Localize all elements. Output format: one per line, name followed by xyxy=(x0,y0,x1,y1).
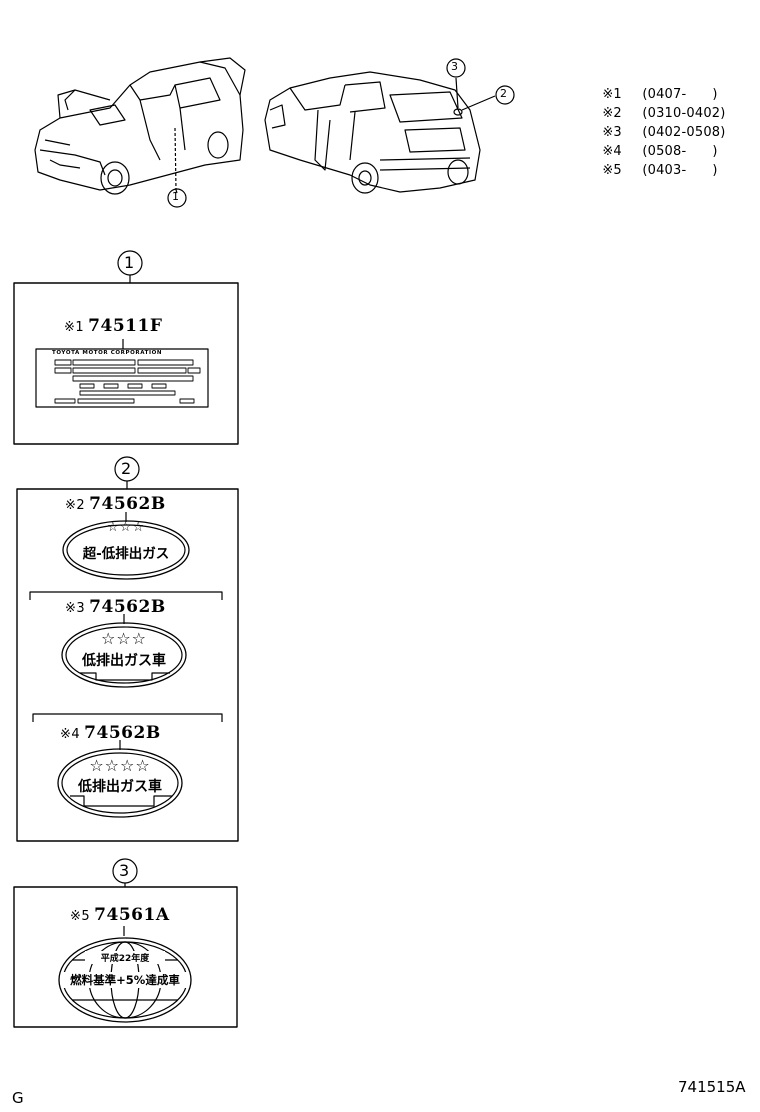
callout-3-car: 3 xyxy=(451,60,458,73)
section-3-number: 3 xyxy=(119,861,130,880)
car-front-illustration xyxy=(34,57,246,195)
callout-1-car: 1 xyxy=(172,190,179,203)
diagram-id: 741515A xyxy=(678,1078,746,1096)
badge-text: 低排出ガス車 xyxy=(82,653,166,669)
section-1-number: 1 xyxy=(124,253,135,272)
section-2-number: 2 xyxy=(121,459,132,478)
legend-row: ※4(0508- ) xyxy=(602,144,718,159)
badge-main-text: 燃料基準+5%達成車 xyxy=(61,972,189,988)
legend-row: ※3(0402-0508) xyxy=(602,125,726,140)
footer-left-code: G xyxy=(12,1089,24,1107)
legend-row: ※2(0310-0402) xyxy=(602,106,726,121)
car-rear-illustration xyxy=(264,71,496,194)
badge-text: 低排出ガス車 xyxy=(78,779,162,795)
legend-row: ※1(0407- ) xyxy=(602,87,718,102)
badge-text: 超-低排出ガス xyxy=(82,546,170,562)
stars-rating: ☆☆☆☆ xyxy=(89,756,151,775)
stars-rating: ☆☆☆ xyxy=(107,520,145,535)
badge-top-text: 平成22年度 xyxy=(85,951,165,964)
spec-plate-heading: TOYOTA MOTOR CORPORATION xyxy=(52,350,163,356)
stars-rating: ☆☆☆ xyxy=(100,629,148,648)
callout-2-car: 2 xyxy=(500,87,507,100)
legend-row: ※5(0403- ) xyxy=(602,163,718,178)
